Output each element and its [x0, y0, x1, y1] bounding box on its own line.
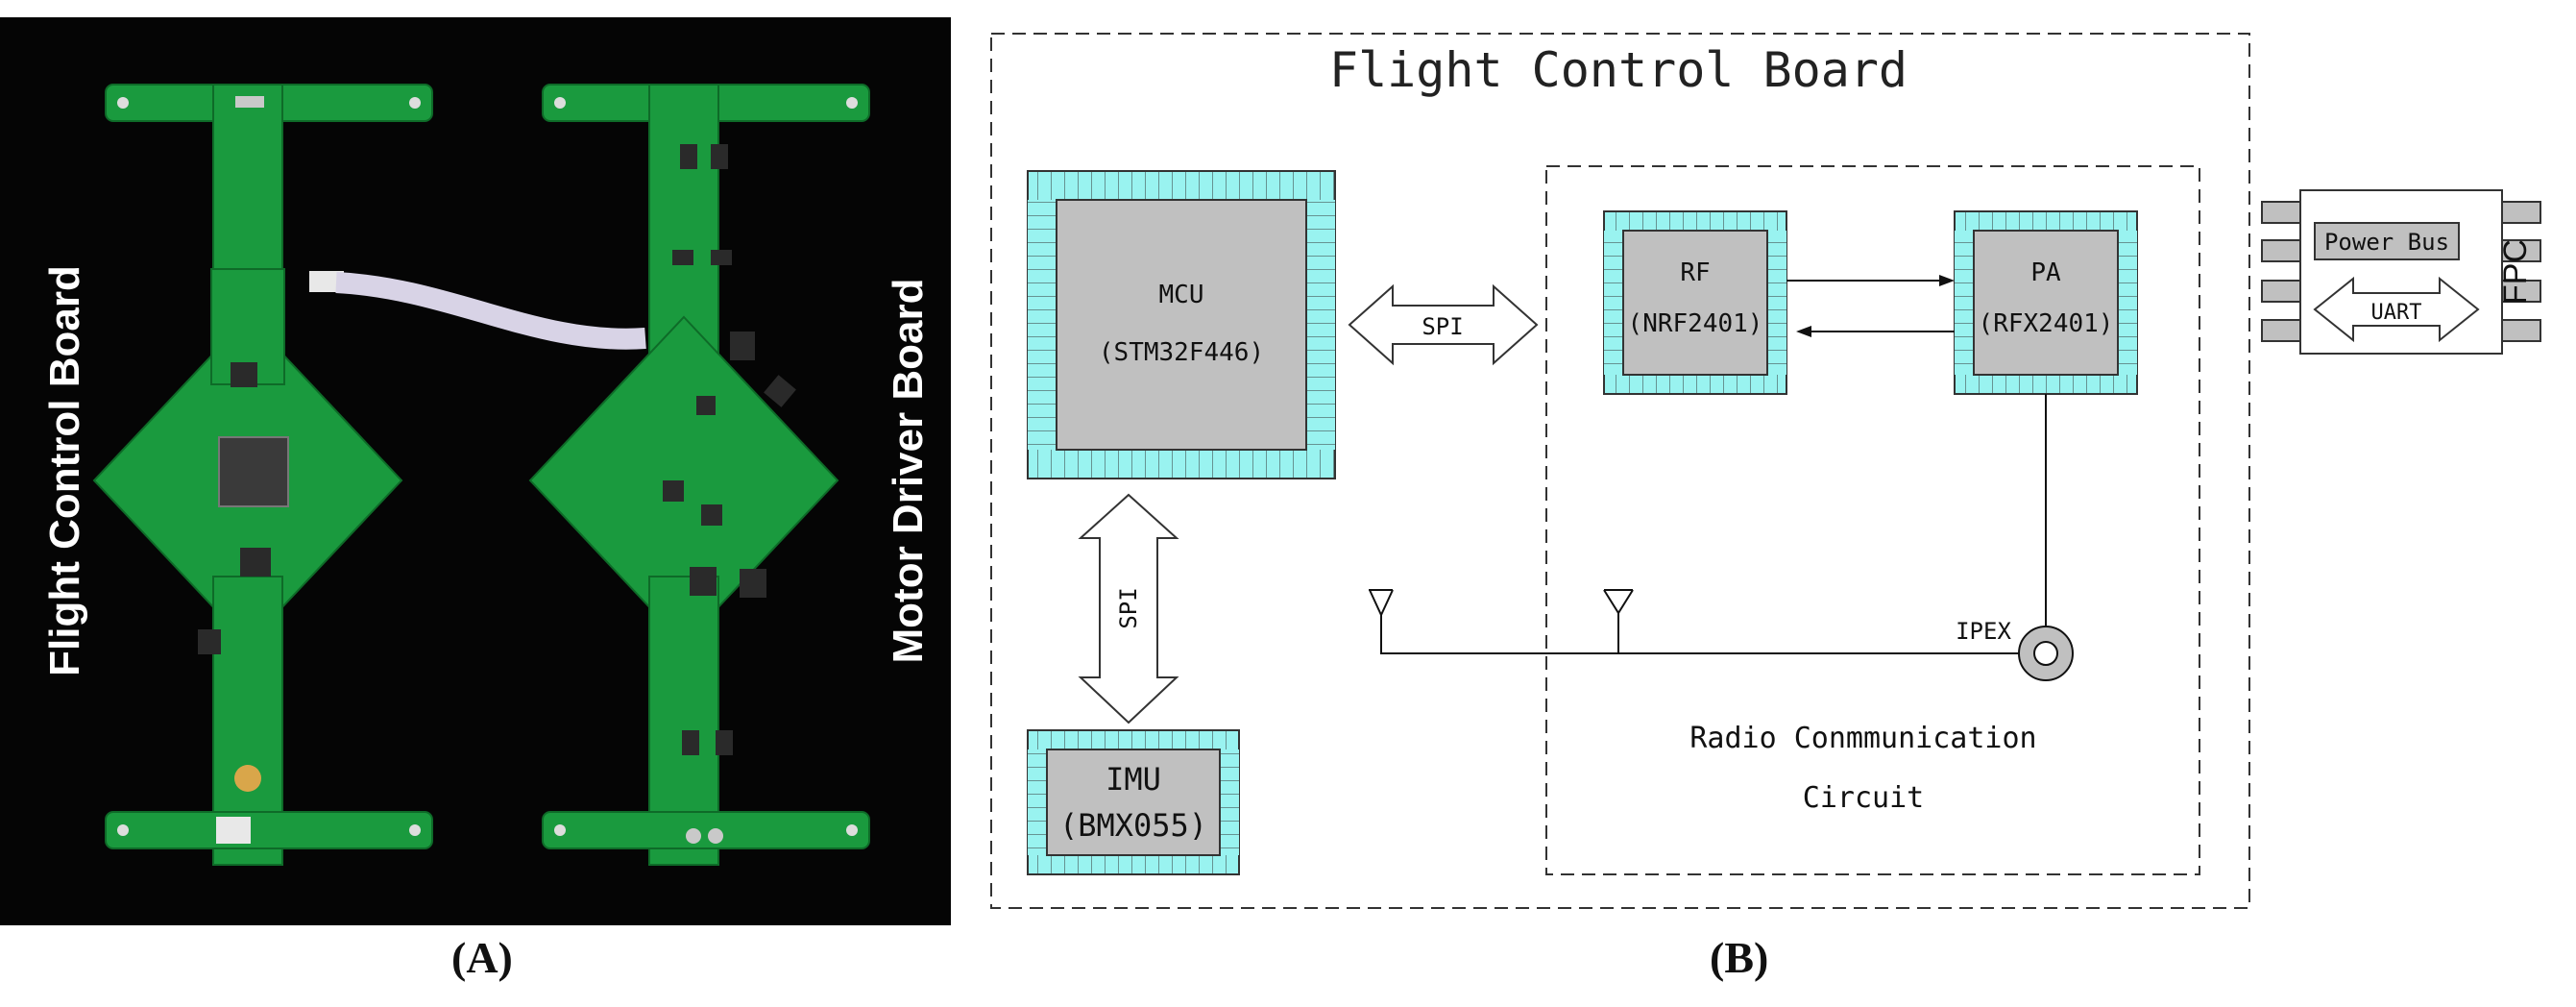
imu-part: (BMX055) — [1059, 807, 1207, 844]
spi-horizontal-label: SPI — [1422, 313, 1463, 340]
uart-label: UART — [2371, 301, 2422, 325]
panel-b-caption: (B) — [1710, 933, 1769, 982]
imu-name: IMU — [1106, 761, 1161, 798]
flight-control-components — [117, 96, 421, 844]
radio-circuit-subtitle: Circuit — [1803, 781, 1924, 815]
rf-chip: RF (NRF2401) — [1603, 210, 1787, 395]
pa-part: (RFX2401) — [1979, 309, 2114, 338]
motor-driver-board-label: Motor Driver Board — [885, 279, 932, 664]
power-bus-label: Power Bus — [2324, 229, 2449, 256]
spi-vertical-arrow — [1078, 493, 1179, 725]
ipex-connector-icon — [2018, 626, 2074, 681]
radio-circuit-title: Radio Conmmunication — [1689, 722, 2036, 755]
outer-frame — [990, 33, 2250, 909]
ribbon-cable — [335, 272, 646, 350]
antenna-symbol — [1603, 589, 1634, 653]
rf-name: RF — [1680, 258, 1710, 287]
block-diagram: Flight Control Board MCU (STM32F446) IMU… — [990, 33, 2541, 909]
ipex-label: IPEX — [1956, 618, 2011, 645]
imu-chip: IMU (BMX055) — [1027, 729, 1240, 875]
spi-vertical-label: SPI — [1115, 587, 1142, 628]
pa-name: PA — [2030, 258, 2061, 287]
mcu-part: (STM32F446) — [1099, 338, 1264, 367]
rf-part: (NRF2401) — [1628, 309, 1763, 338]
outer-title: Flight Control Board — [1329, 42, 1908, 98]
motor-driver-components — [663, 144, 796, 755]
fpc-label: FPC — [2497, 239, 2534, 305]
flight-control-board-label: Flight Control Board — [41, 265, 88, 676]
panel-a-caption: (A) — [451, 933, 513, 982]
uart-arrow — [2313, 276, 2480, 343]
rf-pa-arrows — [1786, 275, 1955, 337]
antenna-feed-line — [1380, 615, 2019, 654]
mcu-name: MCU — [1159, 281, 1204, 309]
antenna-icon — [1369, 589, 1394, 618]
radio-frame — [1545, 165, 2200, 875]
pcb-photo: Flight Control Board Motor Driver Board — [0, 17, 951, 925]
spi-horizontal-arrow — [1348, 283, 1539, 366]
fpc-connector: Power Bus UART FPC — [2261, 189, 2541, 355]
pa-chip: PA (RFX2401) — [1954, 210, 2138, 395]
power-bus-box — [2314, 222, 2460, 260]
mcu-chip: MCU (STM32F446) — [1027, 170, 1336, 479]
